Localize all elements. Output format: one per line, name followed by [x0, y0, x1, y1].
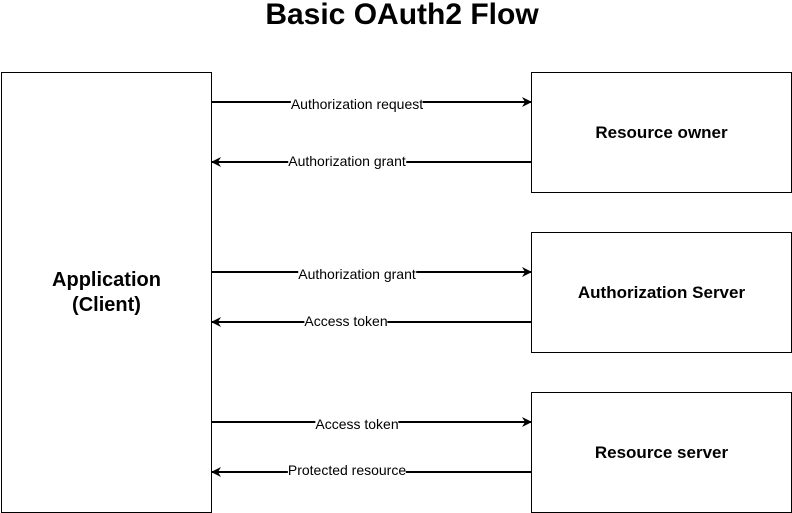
- access-token-label: Access token: [315, 416, 399, 432]
- resource-owner-label: Resource owner: [595, 122, 728, 142]
- authorization-server-label: Authorization Server: [577, 282, 746, 302]
- authorization-grant-label: Authorization grant: [298, 266, 416, 282]
- client-application-box: Application (Client): [1, 72, 212, 513]
- client-application-label: Application (Client): [52, 268, 161, 316]
- resource-server-label: Resource server: [594, 442, 729, 462]
- diagram-title: Basic OAuth2 Flow: [265, 0, 539, 31]
- authorization-server-box: Authorization Server: [531, 232, 792, 353]
- protected-resource-label: Protected resource: [287, 462, 407, 478]
- resource-owner-box: Resource owner: [531, 72, 792, 193]
- authorization-grant-return-label: Authorization grant: [288, 153, 406, 169]
- authorization-request-label: Authorization request: [290, 96, 424, 112]
- access-token-return-label: Access token: [304, 313, 388, 329]
- resource-server-box: Resource server: [531, 392, 792, 513]
